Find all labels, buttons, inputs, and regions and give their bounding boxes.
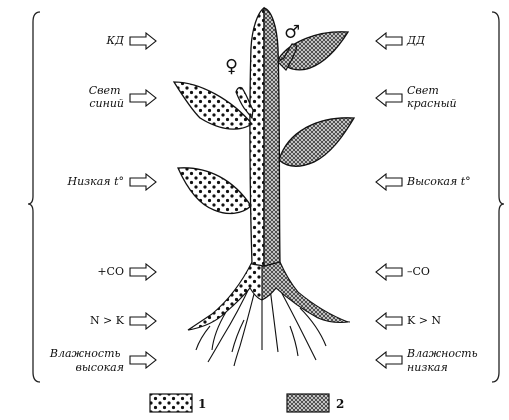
male-root-zone (261, 261, 349, 324)
right-pointing-arrow-icon (129, 88, 157, 108)
right-pointing-arrow-icon (129, 350, 157, 370)
legend-item-crosshatch: 2 (286, 393, 344, 413)
left-bracket (27, 11, 41, 383)
factor-label: Влажность низкая (406, 347, 481, 374)
factor-label: K > N (407, 314, 441, 327)
left-pointing-arrow-icon (375, 88, 403, 108)
leaf-upper-left-female (172, 81, 253, 130)
leaf-top-right-male (278, 31, 350, 71)
factor-label: ДД (406, 34, 426, 47)
left-pointing-arrow-icon (375, 172, 403, 192)
right-factor-minus-co: –CO (375, 262, 430, 282)
factor-label: Свет красный (407, 84, 457, 110)
legend-item-dots: 1 (149, 393, 206, 413)
leaf-middle-right-male (278, 117, 356, 167)
left-factor-high-humidity: Влажность высокая (49, 347, 157, 374)
legend: 1 2 (149, 393, 344, 413)
factor-label: N > K (90, 314, 125, 327)
male-symbol: ♂ (284, 22, 300, 43)
factor-label: Влажность высокая (49, 347, 124, 374)
right-factor-low-humidity: Влажность низкая (375, 347, 481, 374)
female-flower-bud (235, 86, 254, 120)
female-stem-half (249, 6, 265, 267)
left-pointing-arrow-icon (375, 31, 403, 51)
right-factor-dd: ДД (375, 31, 426, 51)
right-factor-red-light: Свет красный (375, 84, 457, 110)
right-pointing-arrow-icon (129, 311, 157, 331)
right-pointing-arrow-icon (129, 172, 157, 192)
left-pointing-arrow-icon (375, 262, 403, 282)
factor-label: –CO (407, 265, 430, 278)
factor-label: Свет синий (89, 84, 124, 110)
left-pointing-arrow-icon (375, 311, 403, 331)
factor-label: КД (106, 34, 126, 47)
leaf-lower-left-female (177, 167, 252, 215)
legend-swatch-crosshatch (286, 393, 330, 413)
female-root-zone (187, 261, 263, 331)
right-factor-high-temperature: Высокая t° (375, 172, 471, 192)
left-factor-n-greater-k: N > K (90, 311, 157, 331)
factor-label: Низкая t° (66, 175, 124, 188)
legend-number: 1 (198, 397, 206, 411)
left-factor-kd: КД (106, 31, 157, 51)
right-bracket (491, 11, 505, 383)
factor-label: Высокая t° (406, 175, 471, 188)
legend-swatch-dots (149, 393, 193, 413)
legend-number: 2 (336, 397, 344, 411)
left-factor-plus-co: +CO (97, 262, 157, 282)
male-flower-bud (277, 43, 298, 71)
left-factor-low-temperature: Низкая t° (66, 172, 157, 192)
right-pointing-arrow-icon (129, 262, 157, 282)
male-stem-half (263, 7, 281, 267)
female-symbol: ♀ (225, 56, 238, 77)
right-pointing-arrow-icon (129, 31, 157, 51)
left-pointing-arrow-icon (375, 350, 403, 370)
left-factor-blue-light: Свет синий (89, 84, 157, 110)
factor-label: +CO (97, 265, 124, 278)
right-factor-k-greater-n: K > N (375, 311, 441, 331)
